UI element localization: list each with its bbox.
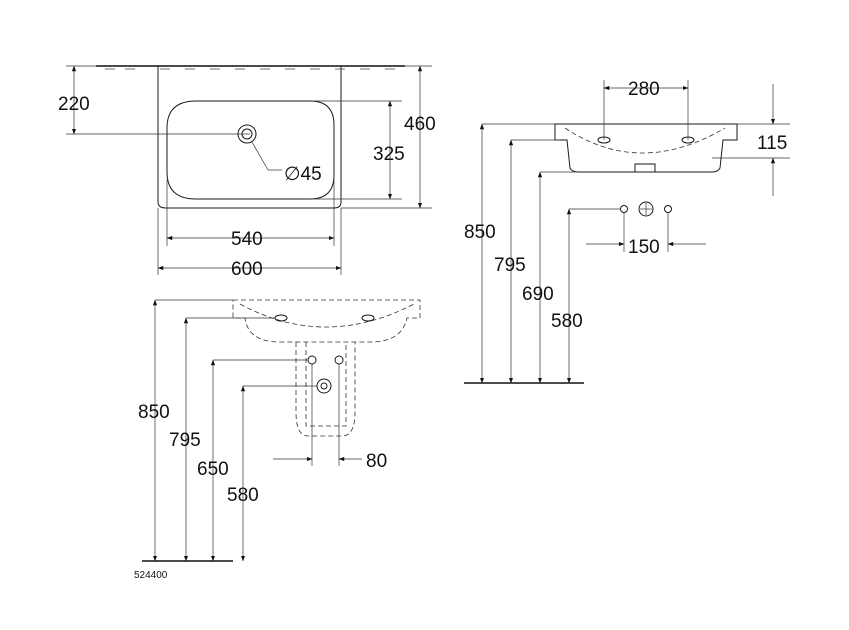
dim-115-label: 115 [757, 133, 787, 154]
front-basin-bowl [239, 303, 415, 328]
basin-outline [157, 66, 342, 209]
front-view-bottom: 850 795 650 580 80 [138, 299, 421, 562]
front-basin-outline [232, 299, 421, 343]
dim-80-label: 80 [366, 451, 387, 472]
side-waste [634, 163, 656, 173]
side-dim-795-label: 795 [494, 255, 526, 276]
dim-325-label: 325 [373, 144, 405, 165]
dim-600-label: 600 [231, 259, 263, 280]
dim-tap-hole-label: ∅45 [284, 164, 322, 185]
drain-hole [638, 201, 654, 217]
semi-pedestal [295, 342, 356, 437]
dim-540-label: 540 [231, 229, 263, 250]
dim-460-label: 460 [404, 114, 436, 135]
front-tap-hole-left [274, 314, 288, 322]
front-supply-right [334, 355, 344, 365]
top-view: 220 460 325 ∅45 540 600 [58, 65, 436, 280]
front-dim-650-label: 650 [197, 459, 229, 480]
drawing-code: 524400 [134, 570, 168, 581]
front-tap-hole-right [361, 314, 375, 322]
supply-hole-right [664, 205, 672, 213]
supply-hole-left [620, 205, 628, 213]
front-supply-left [307, 355, 317, 365]
side-basin-bowl [564, 127, 726, 154]
front-dim-850-label: 850 [138, 402, 170, 423]
side-view-right: 280 115 850 795 690 580 150 [464, 79, 790, 384]
dim-220-label: 220 [58, 94, 90, 115]
front-drain [316, 378, 332, 394]
side-dim-690-label: 690 [522, 284, 554, 305]
dim-150-label: 150 [628, 237, 660, 258]
front-dim-795-label: 795 [169, 430, 201, 451]
side-dim-850-label: 850 [464, 222, 496, 243]
dim-280-label: 280 [628, 79, 660, 100]
side-basin-outline [554, 123, 738, 173]
front-dim-580-label: 580 [227, 485, 259, 506]
side-dim-580-label: 580 [551, 311, 583, 332]
